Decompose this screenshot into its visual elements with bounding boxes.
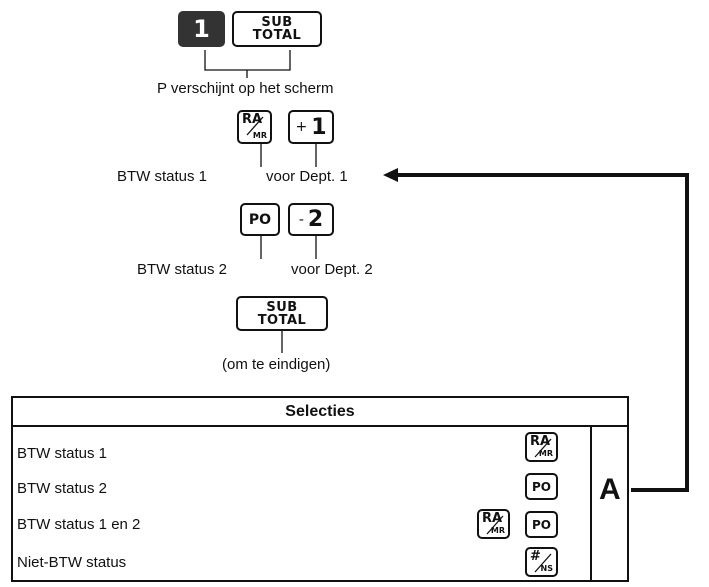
ns-key[interactable]: # NS (525, 547, 558, 577)
table-header: Selecties (13, 398, 627, 427)
key-label: SUB (261, 15, 293, 30)
btw-status-1-label: BTW status 1 (117, 168, 208, 185)
subtotal-key[interactable]: SUB TOTAL (232, 11, 322, 47)
slash-icon (534, 553, 552, 573)
table-divider (590, 427, 592, 580)
ra-key[interactable]: RA MR (525, 432, 558, 462)
subtotal-key-end[interactable]: SUB TOTAL (236, 296, 328, 331)
po-key[interactable]: PO (240, 203, 280, 236)
ra-key[interactable]: RA MR (477, 509, 510, 539)
finish-note: (om te eindigen) (222, 356, 331, 373)
dept-1-key[interactable]: + 1 (288, 110, 334, 144)
slash-icon (246, 116, 264, 136)
selections-table: Selecties BTW status 1 BTW status 2 BTW … (11, 396, 629, 582)
slash-icon (486, 515, 504, 535)
po-key[interactable]: PO (525, 511, 558, 538)
btw-status-2-label: BTW status 2 (137, 261, 228, 278)
dept-2-key[interactable]: - 2 (288, 203, 334, 236)
slash-icon (534, 438, 552, 458)
ra-key[interactable]: RA MR (237, 110, 272, 144)
p-display-note: P verschijnt op het scherm (157, 80, 334, 97)
row-label-btw-1: BTW status 1 (17, 445, 108, 462)
selection-marker-a: A (599, 473, 621, 506)
key-label: TOTAL (252, 28, 302, 43)
po-key[interactable]: PO (525, 473, 558, 500)
numeric-key-1[interactable]: 1 (178, 11, 225, 47)
key-label: 1 (193, 15, 210, 43)
dept-1-label: voor Dept. 1 (266, 168, 348, 185)
key-label: SUB (266, 299, 298, 315)
key-label: TOTAL (257, 312, 307, 328)
row-label-btw-1-2: BTW status 1 en 2 (17, 516, 141, 533)
dept-2-label: voor Dept. 2 (291, 261, 373, 278)
row-label-non-btw: Niet-BTW status (17, 554, 127, 571)
row-label-btw-2: BTW status 2 (17, 480, 108, 497)
